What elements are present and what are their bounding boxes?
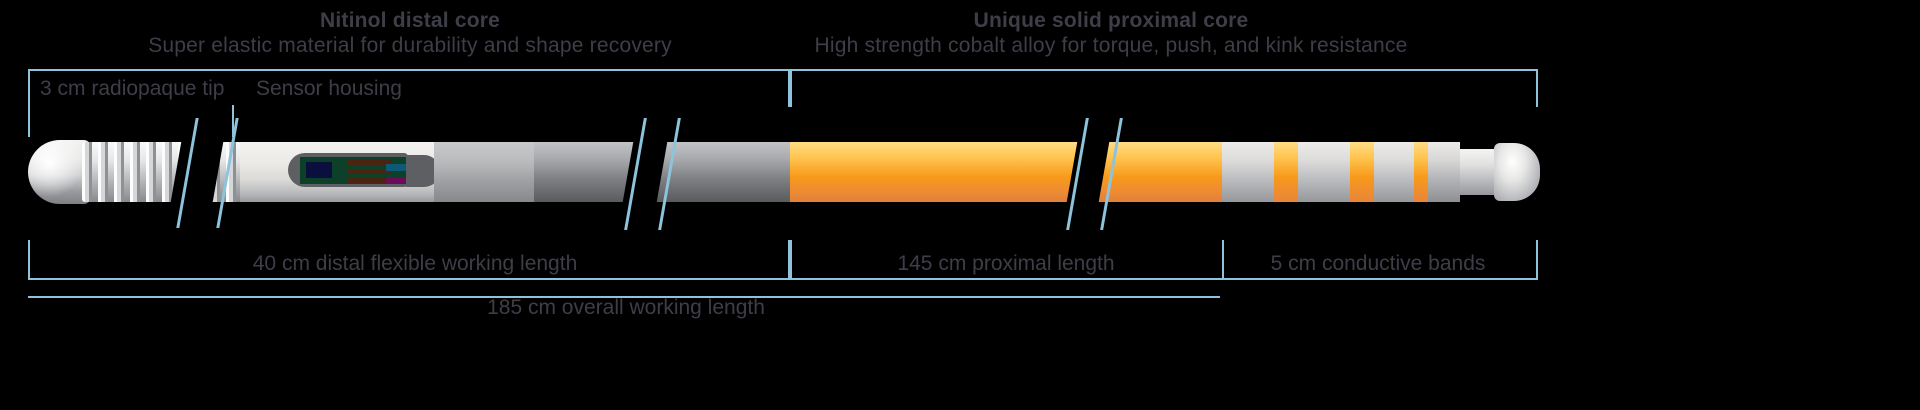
conductive-band-orange-2: [1350, 142, 1374, 202]
sensor-trace-2: [348, 169, 392, 174]
section-subtitle-nitinol-distal-core: Super elastic material for durability an…: [148, 34, 672, 57]
conductive-band-orange-3: [1414, 142, 1428, 202]
wire-nitinol-shaft-light: [434, 142, 536, 202]
section-title-proximal-core: Unique solid proximal core: [973, 9, 1249, 32]
dimension-label-conductive-bands: 5 cm conductive bands: [1270, 252, 1486, 275]
callout-sensor-housing: Sensor housing: [256, 77, 402, 100]
dimension-label-proximal-length: 145 cm proximal length: [897, 252, 1115, 275]
conductive-band-silver-4: [1428, 142, 1460, 202]
bracket-nitinol-distal-core: [28, 69, 790, 107]
callout-radiopaque-tip: 3 cm radiopaque tip: [40, 77, 225, 100]
section-title-nitinol-distal-core: Nitinol distal core: [320, 9, 500, 32]
wire-proximal-end-ball: [1494, 143, 1540, 201]
wire-distal-tip-dome: [28, 140, 90, 204]
conductive-band-silver-2: [1298, 142, 1350, 202]
bracket-radiopaque-tip: [28, 105, 234, 137]
dimension-label-distal-working-length: 40 cm distal flexible working length: [252, 252, 578, 275]
sensor-trace-3: [348, 178, 392, 183]
sensor-lead-magenta: [386, 177, 424, 184]
dimension-label-overall-working-length: 185 cm overall working length: [487, 296, 765, 319]
conductive-band-silver-1: [1222, 142, 1274, 202]
conductive-band-silver-3: [1374, 142, 1414, 202]
section-subtitle-proximal-core: High strength cobalt alloy for torque, p…: [814, 34, 1408, 57]
bracket-sensor-housing: [232, 105, 438, 137]
bracket-distal-working-length: [28, 240, 790, 280]
sensor-lead-teal: [386, 164, 424, 171]
sensor-chip: [306, 162, 332, 178]
bracket-overall-working-length: [28, 262, 1220, 298]
bracket-proximal-core: [790, 69, 1538, 107]
wire-proximal-orange-shaft: [790, 142, 1222, 202]
conductive-band-orange-1: [1274, 142, 1298, 202]
bracket-conductive-bands: [1222, 240, 1538, 280]
sensor-trace-1: [348, 160, 392, 165]
